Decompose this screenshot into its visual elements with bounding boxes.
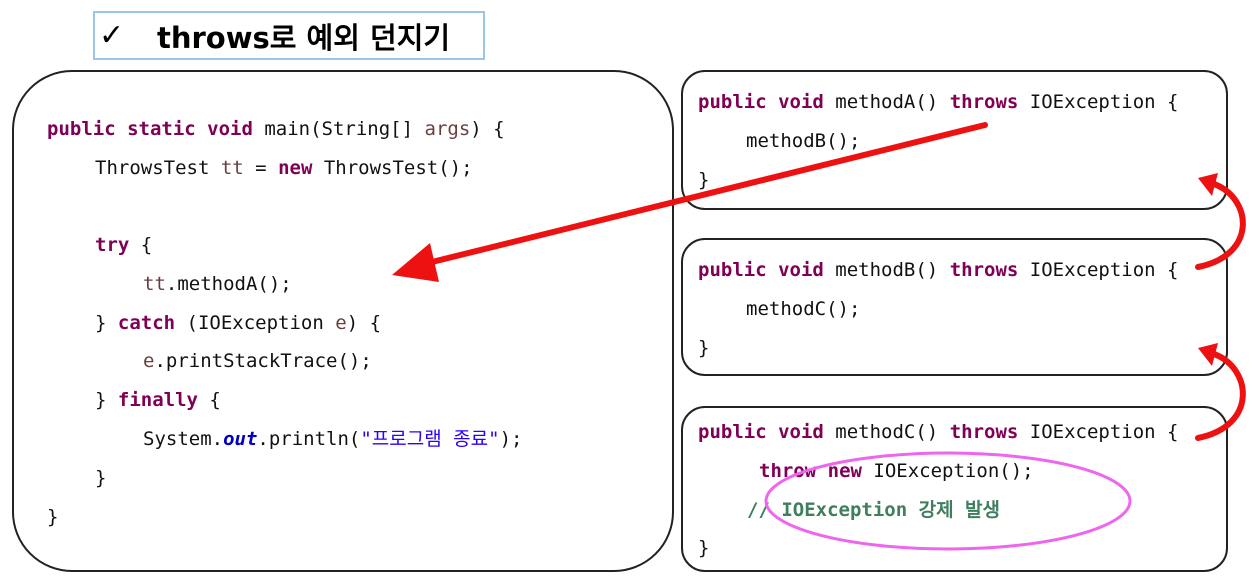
curved-arrow-b-to-a	[1195, 181, 1246, 270]
method-a-close: }	[698, 169, 710, 191]
main-method-panel	[12, 70, 674, 572]
method-b-signature: public void methodB() throws IOException…	[698, 259, 1179, 281]
main-catch-line: } catch (IOException e) {	[95, 312, 382, 334]
main-close-finally-line: }	[95, 467, 107, 489]
propagation-arrow-shaft	[429, 122, 988, 265]
method-c-close: }	[698, 537, 710, 559]
main-try-line: try {	[95, 234, 153, 256]
main-println-line: System.out.println("프로그램 종료");	[143, 428, 523, 450]
title-box: ✓ throws로 예외 던지기	[93, 11, 485, 60]
curved-arrow-c-to-b	[1195, 351, 1246, 441]
curved-arrow-b-to-a-head	[1198, 173, 1218, 196]
main-print-stack-line: e.printStackTrace();	[143, 350, 372, 372]
method-c-signature: public void methodC() throws IOException…	[698, 421, 1179, 443]
method-c-throw-line: throw new IOException();	[759, 460, 1034, 482]
method-a-signature: public void methodA() throws IOException…	[698, 91, 1179, 113]
check-icon: ✓	[99, 18, 125, 53]
main-close-method-line: }	[47, 506, 59, 528]
method-c-comment: // IOException 강제 발생	[747, 499, 1000, 521]
method-b-panel	[681, 238, 1228, 376]
highlight-ellipse	[764, 451, 1132, 551]
main-signature-line: public static void main(String[] args) {	[47, 118, 505, 140]
main-finally-line: } finally {	[95, 389, 221, 411]
page-title: throws로 예외 던지기	[157, 20, 451, 55]
method-b-close: }	[698, 337, 710, 359]
method-a-body: methodB();	[746, 130, 861, 152]
propagation-arrow-head	[392, 243, 439, 282]
method-a-panel	[681, 70, 1228, 210]
main-call-method-a-line: tt.methodA();	[143, 273, 292, 295]
curved-arrow-c-to-b-head	[1198, 343, 1218, 366]
main-instantiation-line: ThrowsTest tt = new ThrowsTest();	[95, 157, 473, 179]
method-b-body: methodC();	[746, 298, 861, 320]
